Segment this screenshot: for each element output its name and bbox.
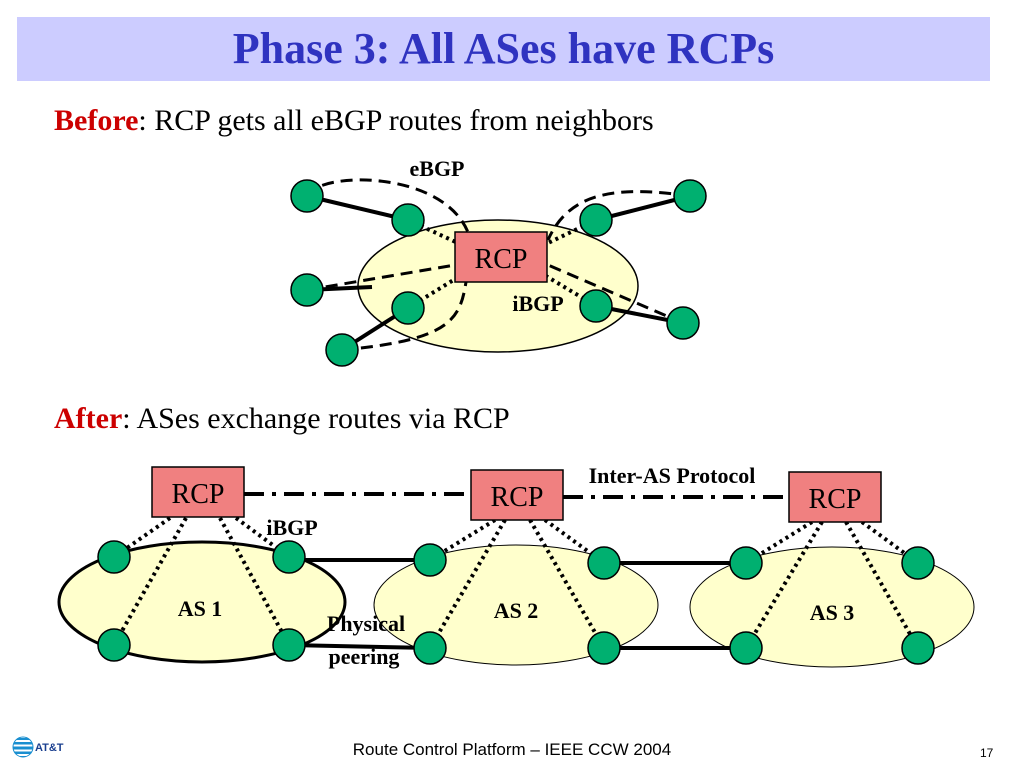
router-node xyxy=(97,628,131,662)
as-label: AS 2 xyxy=(494,598,539,623)
router-node xyxy=(97,540,131,574)
router-node xyxy=(413,543,447,577)
router-node xyxy=(325,333,359,367)
router-node xyxy=(290,179,324,213)
router-node xyxy=(901,631,935,665)
after-text: : ASes exchange routes via RCP xyxy=(122,402,510,435)
ibgp-label: iBGP xyxy=(512,291,563,316)
ibgp-session xyxy=(406,274,462,310)
router-node xyxy=(391,203,425,237)
router-node xyxy=(579,203,613,237)
rcp-box-as2 xyxy=(470,469,564,521)
as-label: AS 3 xyxy=(810,600,855,625)
page-number: 17 xyxy=(980,746,994,760)
after-caption: After: ASes exchange routes via RCP xyxy=(54,402,510,436)
router-node xyxy=(901,546,935,580)
att-logo: AT&T xyxy=(12,736,64,758)
router-node xyxy=(290,273,324,307)
router-node xyxy=(673,179,707,213)
physical-label: Physical xyxy=(327,611,405,636)
slide-title: Phase 3: All ASes have RCPs xyxy=(232,24,775,73)
ebgp-session xyxy=(341,281,468,352)
as-ellipse xyxy=(373,544,659,666)
before-keyword: Before xyxy=(54,104,139,137)
router-node xyxy=(272,540,306,574)
as-ellipse xyxy=(689,546,975,668)
title-bar: Phase 3: All ASes have RCPs xyxy=(17,17,990,81)
rcp-box-as1 xyxy=(151,466,245,518)
inter-as-label: Inter-AS Protocol xyxy=(589,463,756,488)
rcp-box-as3 xyxy=(788,471,882,523)
ibgp-session xyxy=(112,517,188,646)
rcp-box xyxy=(454,231,548,283)
before-caption: Before: RCP gets all eBGP routes from ne… xyxy=(54,104,654,138)
ebgp-session xyxy=(546,190,691,241)
physical-link xyxy=(288,643,431,650)
ibgp-session xyxy=(543,518,606,565)
as-label: AS 1 xyxy=(178,596,223,621)
before-text: : RCP gets all eBGP routes from neighbor… xyxy=(138,104,654,137)
ebgp-session xyxy=(305,178,472,239)
as-ellipse xyxy=(57,540,347,664)
rcp-label: RCP xyxy=(475,244,528,275)
physical-link xyxy=(306,194,409,222)
ebgp-session xyxy=(306,263,456,292)
ibgp-session xyxy=(844,521,920,649)
rcp-label: RCP xyxy=(172,479,225,510)
router-node xyxy=(729,546,763,580)
router-node xyxy=(587,631,621,665)
ebgp-session xyxy=(547,263,684,325)
router-node xyxy=(587,546,621,580)
rcp-label: RCP xyxy=(491,482,544,513)
router-node xyxy=(391,291,425,325)
peering-label: peering xyxy=(329,644,400,669)
router-node xyxy=(666,306,700,340)
router-node xyxy=(413,631,447,665)
after-diagram: RCP RCP RCP AS 1 AS 2 AS 3 iBGP Inter-AS… xyxy=(57,463,975,669)
before-diagram: RCP eBGP iBGP xyxy=(290,156,707,367)
ebgp-label: eBGP xyxy=(410,156,465,181)
rcp-label: RCP xyxy=(809,484,862,515)
after-keyword: After xyxy=(54,402,123,435)
router-node xyxy=(272,628,306,662)
router-node xyxy=(579,289,613,323)
router-node xyxy=(729,631,763,665)
ibgp-session xyxy=(218,517,291,646)
logo-text: AT&T xyxy=(35,742,64,754)
ibgp-label: iBGP xyxy=(266,515,317,540)
slide-footer: Route Control Platform – IEEE CCW 2004 xyxy=(352,740,672,759)
